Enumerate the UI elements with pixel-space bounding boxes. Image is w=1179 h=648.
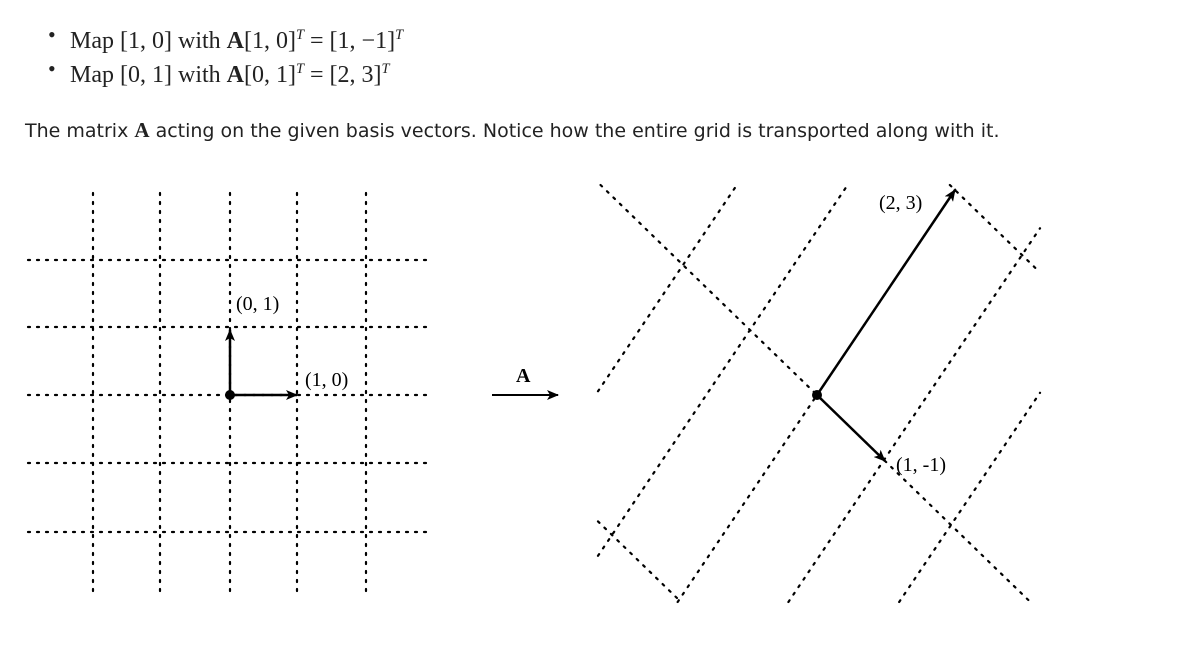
result-transpose-mark: T [381,61,390,77]
result-vector: [2, 3] [329,62,382,88]
transformed-grid-line [596,183,849,557]
label-e1: (1, 0) [305,369,348,391]
transformed-grid-line [596,520,683,604]
expression-vector: [1, 0] [244,28,296,54]
transformed-grid-line [787,227,1042,604]
result-vector: [1, −1] [329,28,396,54]
label-v1: (1, -1) [896,454,946,476]
equals-sign: = [310,62,324,88]
transformed-vector-v2 [815,189,957,396]
mapping-item-e2: Map [0, 1] with A[0, 1]T = [2, 3]T [48,52,403,88]
origin-point [225,390,235,400]
matrix-symbol: A [226,62,244,88]
matrix-symbol: A [226,28,244,54]
result-transpose-mark: T [395,27,404,43]
label-e2: (0, 1) [236,293,279,315]
transpose-mark: T [295,27,304,43]
caption-text-before: The matrix [25,120,135,142]
basis-mapping-list: Map [1, 0] with A[1, 0]T = [1, −1]T Map … [48,18,404,88]
caption-matrix-symbol: A [134,118,150,142]
map-word: Map [70,28,114,54]
mapping-arrow-label: A [516,365,531,387]
source-vector: [0, 1] [120,62,172,88]
with-word: with [177,62,221,88]
mapping-item-e1: Map [1, 0] with A[1, 0]T = [1, −1]T [48,18,404,54]
figure-caption: The matrix A acting on the given basis v… [25,118,1000,143]
expression-vector: [0, 1] [244,62,296,88]
transformed-vector-v1 [816,394,886,462]
with-word: with [177,28,221,54]
source-vector: [1, 0] [120,28,172,54]
equals-sign: = [310,28,324,54]
transformed-origin-point [812,390,822,400]
label-v2: (2, 3) [879,192,922,214]
transformed-grid-line [948,183,1042,274]
transpose-mark: T [295,61,304,77]
map-word: Map [70,62,114,88]
transformed-grid-line [596,183,738,393]
caption-text-after: acting on the given basis vectors. Notic… [149,120,1000,142]
transformed-grid-line [898,391,1042,604]
